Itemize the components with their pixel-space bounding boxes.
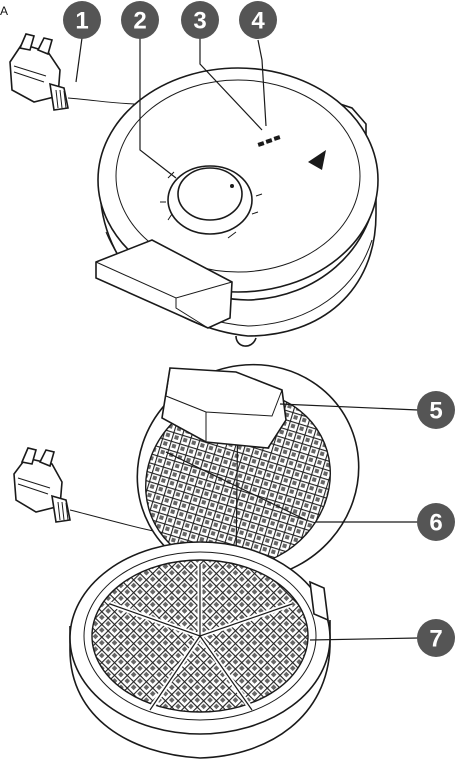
- callout-2: 2: [121, 1, 159, 39]
- indicator-lights: [257, 135, 281, 147]
- callout-7: 7: [417, 619, 455, 657]
- callout-5: 5: [417, 391, 455, 429]
- hot-surface-warning-icon: [308, 150, 326, 170]
- front-handle[interactable]: [95, 239, 233, 329]
- callout-6-number: 6: [429, 510, 442, 537]
- callout-1-number: 1: [75, 8, 88, 35]
- power-plug-icon: [9, 33, 69, 111]
- callout-3-number: 3: [193, 8, 206, 35]
- lower-waffle-plate: [91, 559, 309, 713]
- hinge: [309, 580, 329, 622]
- lid-handle[interactable]: [161, 367, 287, 449]
- open-appliance: [13, 363, 360, 759]
- callout-5-number: 5: [429, 398, 442, 425]
- temperature-dial[interactable]: [160, 165, 263, 239]
- callout-6: 6: [417, 503, 455, 541]
- callout-1: 1: [63, 1, 101, 39]
- figure-letter: A: [0, 4, 9, 18]
- callout-3: 3: [181, 1, 219, 39]
- closed-appliance: [9, 33, 379, 347]
- callout-2-number: 2: [133, 8, 146, 35]
- callout-4: 4: [239, 1, 277, 39]
- leader-lines: [75, 37, 419, 641]
- power-plug-icon: [13, 447, 71, 523]
- callout-7-number: 7: [429, 626, 442, 653]
- callout-4-number: 4: [251, 8, 265, 35]
